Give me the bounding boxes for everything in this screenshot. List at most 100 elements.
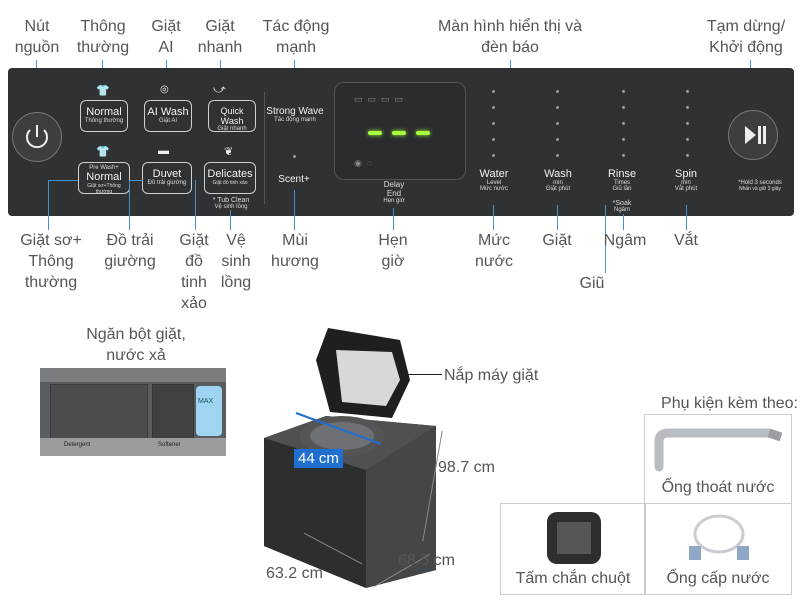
label-wash: Giặt bbox=[542, 232, 572, 249]
diameter-label: 44 cm bbox=[294, 449, 343, 468]
led-dot bbox=[686, 138, 689, 141]
label-spin: Vắt bbox=[673, 232, 698, 249]
wash-title: Wash bbox=[544, 168, 572, 180]
shirt-icon: 👕 bbox=[96, 85, 110, 97]
tub-clean-title: * Tub Clean bbox=[212, 197, 250, 204]
power-button[interactable] bbox=[12, 112, 62, 162]
rat-guard-icon bbox=[547, 512, 601, 564]
scent-button[interactable]: Scent+ bbox=[270, 174, 318, 185]
tub-clean-note: * Tub Clean Vệ sinh lồng bbox=[206, 197, 256, 210]
led-dot bbox=[492, 122, 495, 125]
leader-prewash bbox=[48, 180, 49, 230]
label-width: 63.2 cm bbox=[266, 565, 323, 582]
soak-note: *Soak Ngâm bbox=[600, 200, 644, 213]
strong-wave-title: Strong Wave bbox=[266, 106, 324, 117]
strong-wave-button[interactable]: Strong Wave Tác động mạnh bbox=[266, 106, 324, 123]
panel-divider bbox=[264, 92, 265, 204]
display-digit-1 bbox=[368, 131, 382, 135]
lid-leader bbox=[400, 374, 442, 375]
label-scent: Mùi hương bbox=[271, 232, 319, 270]
spin-button[interactable]: Spin min Vắt phút bbox=[664, 168, 708, 192]
delicates-button[interactable]: Delicates Giặt đồ tinh xảo bbox=[204, 162, 256, 194]
led-dot bbox=[556, 138, 559, 141]
led-dot bbox=[622, 138, 625, 141]
ai-icon: ◎ bbox=[160, 84, 169, 95]
hold-line1: *Hold 3 seconds bbox=[738, 180, 782, 186]
ai-wash-title: AI Wash bbox=[147, 106, 189, 118]
quick-wash-button[interactable]: Quick Wash Giặt nhanh bbox=[208, 100, 256, 132]
label-strong: Tác động mạnh bbox=[262, 18, 330, 56]
label-delay: Hẹn giờ bbox=[378, 232, 408, 270]
washing-machine-image bbox=[264, 328, 436, 588]
water-title: Water bbox=[479, 168, 509, 180]
label-ai: Giặt AI bbox=[151, 18, 181, 56]
wash-sub1: min bbox=[553, 180, 563, 186]
normal-title: Normal bbox=[86, 106, 122, 118]
quick-wash-title: Quick Wash bbox=[220, 106, 244, 126]
label-lid: Nắp máy giặt bbox=[444, 367, 539, 384]
power-icon bbox=[26, 125, 48, 149]
rat-guard-caption: Tấm chắn chuột bbox=[515, 570, 631, 587]
led-dot bbox=[556, 154, 559, 157]
led-dot bbox=[556, 122, 559, 125]
rinse-button[interactable]: Rinse Times Giũ lần bbox=[600, 168, 644, 192]
normal-sub: Thông thường bbox=[84, 118, 124, 124]
max-text: MAX bbox=[198, 398, 214, 405]
label-delicates: Giặt đồ tinh xảo bbox=[179, 232, 209, 312]
display-status-icons: ▭▭▭▭ bbox=[354, 94, 409, 104]
led-dot bbox=[686, 154, 689, 157]
leader-delay bbox=[393, 208, 394, 230]
tub-clean-sub: Vệ sinh lồng bbox=[214, 204, 248, 210]
leader-tubclean bbox=[230, 210, 231, 230]
label-display: Màn hình hiển thị và đèn báo bbox=[437, 18, 583, 56]
delay-sub: Hẹn giờ bbox=[383, 198, 405, 204]
inlet-hose-caption: Ống cấp nước bbox=[666, 570, 770, 587]
prewash-normal-button[interactable]: Pre Wash+ Normal Giặt sơ+Thông thường bbox=[78, 162, 130, 195]
water-button[interactable]: Water Level Mức nước bbox=[472, 168, 516, 192]
led-dot bbox=[622, 90, 625, 93]
water-sub1: Level bbox=[486, 180, 502, 186]
wash-button[interactable]: Wash min Giặt phút bbox=[536, 168, 580, 192]
led-dot bbox=[686, 90, 689, 93]
softener-text: Softener bbox=[158, 442, 181, 448]
duvet-title: Duvet bbox=[152, 168, 182, 180]
led-dot bbox=[556, 106, 559, 109]
scent-title: Scent+ bbox=[278, 174, 310, 185]
play-pause-icon bbox=[745, 126, 766, 144]
leader-spin bbox=[686, 205, 687, 230]
inlet-hose-card: Ống cấp nước bbox=[644, 503, 792, 595]
leader-delicates bbox=[195, 180, 196, 230]
leader-scent bbox=[294, 190, 295, 230]
dispenser-top-edge bbox=[40, 368, 226, 382]
led-dot bbox=[622, 154, 625, 157]
dispenser-image: MAX Detergent Softener bbox=[40, 368, 226, 456]
softener-cup bbox=[196, 386, 222, 436]
leader-duvet bbox=[129, 180, 130, 230]
leader-water bbox=[493, 205, 494, 230]
start-pause-button[interactable] bbox=[728, 110, 778, 160]
inlet-hose-icon bbox=[689, 514, 749, 560]
prewash-sub: Giặt sơ+Thông thường bbox=[87, 183, 121, 195]
display-bottom-icons: ◉◌ bbox=[354, 158, 378, 168]
hold-note: *Hold 3 seconds Nhấn và giữ 3 giây bbox=[728, 180, 792, 192]
delay-button[interactable]: Delay End Hẹn giờ bbox=[372, 180, 416, 204]
spin-sub1: min bbox=[681, 180, 691, 186]
led-dot bbox=[492, 106, 495, 109]
softener-tray bbox=[152, 384, 194, 440]
delay-title2: End bbox=[386, 189, 402, 198]
duvet-button[interactable]: Duvet Đồ trải giường bbox=[142, 162, 192, 194]
strong-wave-sub: Tác động mạnh bbox=[274, 117, 316, 123]
rinse-title: Rinse bbox=[607, 168, 637, 180]
label-dispenser: Ngăn bột giặt, nước xả bbox=[86, 326, 186, 364]
led-dot bbox=[622, 122, 625, 125]
normal-button[interactable]: Normal Thông thường bbox=[80, 100, 128, 132]
soak-sub: Ngâm bbox=[613, 207, 630, 213]
leader-wash bbox=[557, 205, 558, 230]
ai-wash-button[interactable]: AI Wash Giặt AI bbox=[144, 100, 192, 132]
drain-hose-card: Ống thoát nước bbox=[644, 414, 792, 504]
label-duvet: Đồ trải giường bbox=[104, 232, 156, 270]
leader-soak bbox=[623, 214, 624, 230]
label-pause: Tạm dừng/ Khởi động bbox=[706, 18, 786, 56]
duvet-icon: ▬ bbox=[158, 145, 169, 157]
label-normal: Thông thường bbox=[76, 18, 130, 56]
